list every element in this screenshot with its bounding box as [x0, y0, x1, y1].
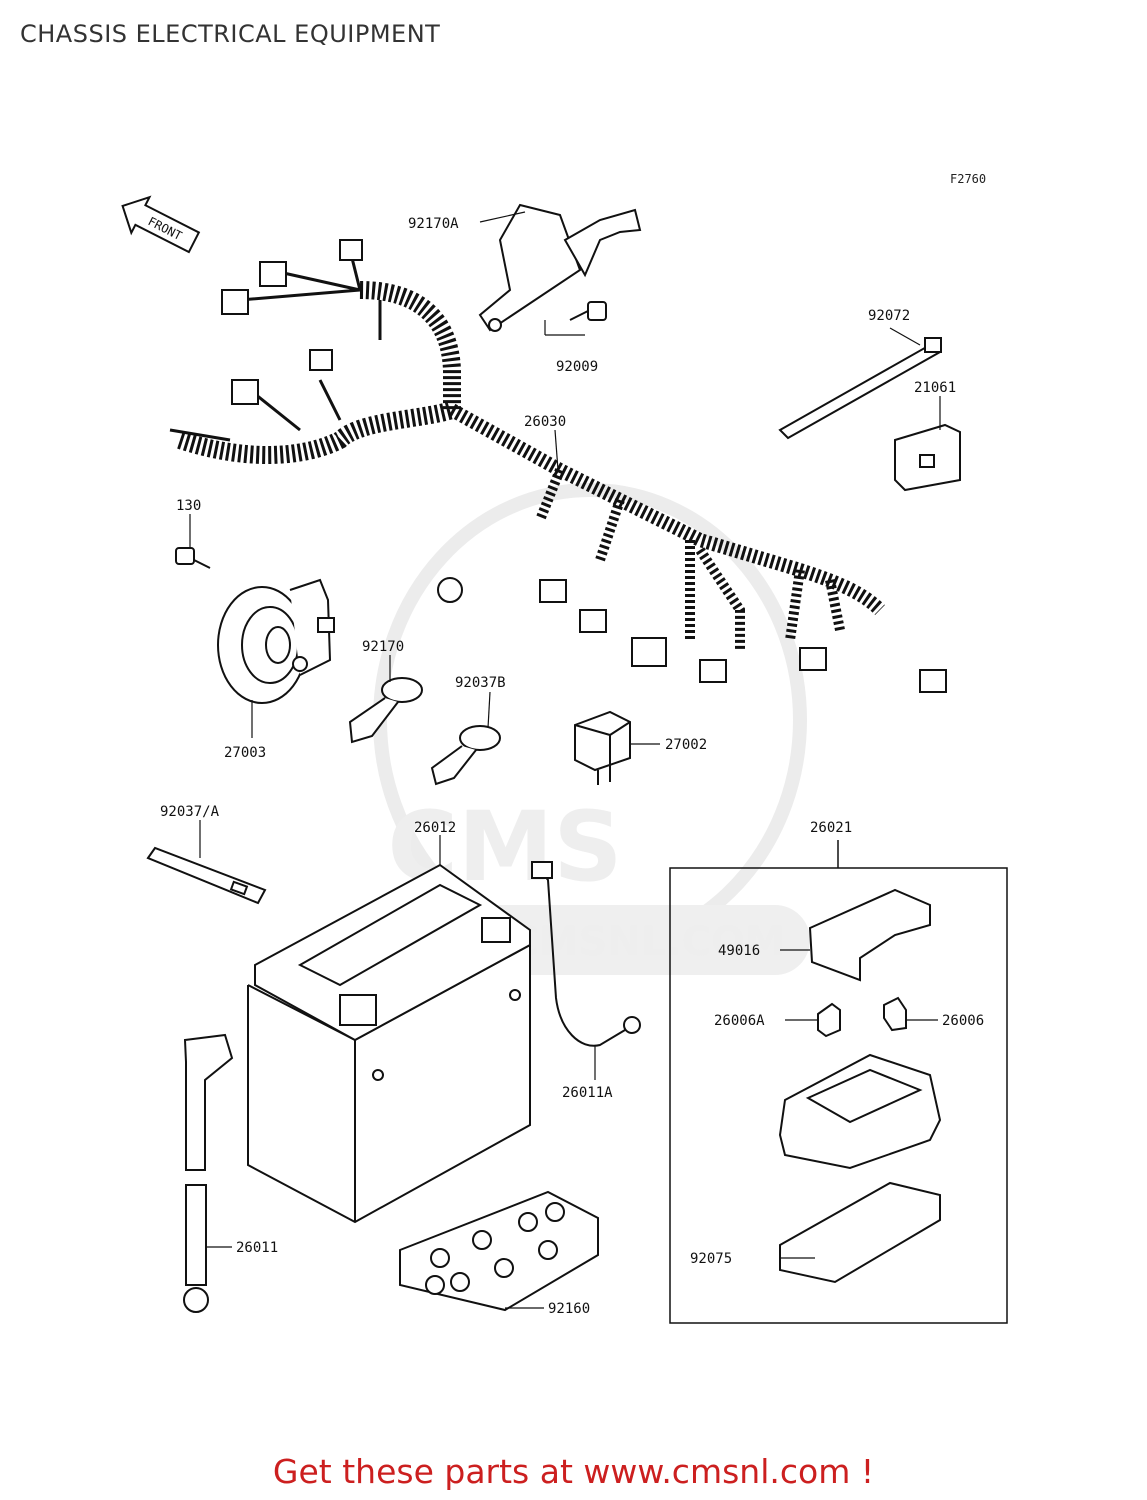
fuse-box-cover-icon [808, 888, 931, 982]
bolt-icon [569, 301, 607, 321]
negative-cable-icon [183, 1033, 234, 1313]
horn-bolt-icon [175, 547, 211, 569]
part-label-92075: 92075 [690, 1251, 732, 1267]
battery-strap-icon [146, 846, 267, 905]
battery-icon [247, 863, 531, 1224]
part-label-26011A: 26011A [562, 1085, 613, 1101]
part-label-27003: 27003 [224, 745, 266, 761]
bracket-icon [478, 203, 642, 332]
part-label-130: 130 [176, 498, 201, 514]
part-label-26012: 26012 [414, 820, 456, 836]
front-arrow-icon: FRONT [121, 195, 201, 254]
positive-cable-icon [531, 861, 641, 1047]
part-label-21061: 21061 [914, 380, 956, 396]
part-label-26006: 26006 [942, 1013, 984, 1029]
relay-cover-icon [894, 423, 961, 492]
clamp-icon [348, 677, 423, 744]
part-label-26030: 26030 [524, 414, 566, 430]
part-label-92170A: 92170A [408, 216, 459, 232]
part-label-27002: 27002 [665, 737, 707, 753]
promo-footer-link[interactable]: Get these parts at www.cmsnl.com ! [272, 1452, 875, 1491]
relay-icon [574, 710, 631, 785]
part-label-92037B: 92037B [455, 675, 506, 691]
part-label-26021: 26021 [810, 820, 852, 836]
part-label-49016: 49016 [718, 943, 760, 959]
page-title: CHASSIS ELECTRICAL EQUIPMENT [20, 20, 441, 48]
part-label-92160: 92160 [548, 1301, 590, 1317]
part-label-92009: 92009 [556, 359, 598, 375]
part-label-26006A: 26006A [714, 1013, 765, 1029]
wiring-harness-icon [169, 239, 947, 693]
part-label-92170: 92170 [362, 639, 404, 655]
part-label-92072: 92072 [868, 308, 910, 324]
fuse-box-frame [669, 840, 1008, 1324]
fuse-box-base-icon [779, 1181, 941, 1284]
horn-icon [217, 578, 335, 704]
fuse-icon [817, 996, 907, 1038]
part-label-92037A: 92037/A [160, 804, 220, 820]
part-labels: 92170A 92009 92072 21061 26030 130 92170… [160, 216, 984, 1317]
figure-code: F2760 [950, 172, 987, 186]
clamp-b-icon [430, 725, 501, 786]
battery-pad-icon [399, 1190, 599, 1312]
parts-diagram: CMS WWW.CMSNL.COM FRONT [121, 195, 1008, 1324]
fuse-holder-icon [778, 1053, 942, 1170]
part-label-26011: 26011 [236, 1240, 278, 1256]
leader-lines [189, 211, 941, 1309]
cable-tie-icon [778, 337, 942, 440]
